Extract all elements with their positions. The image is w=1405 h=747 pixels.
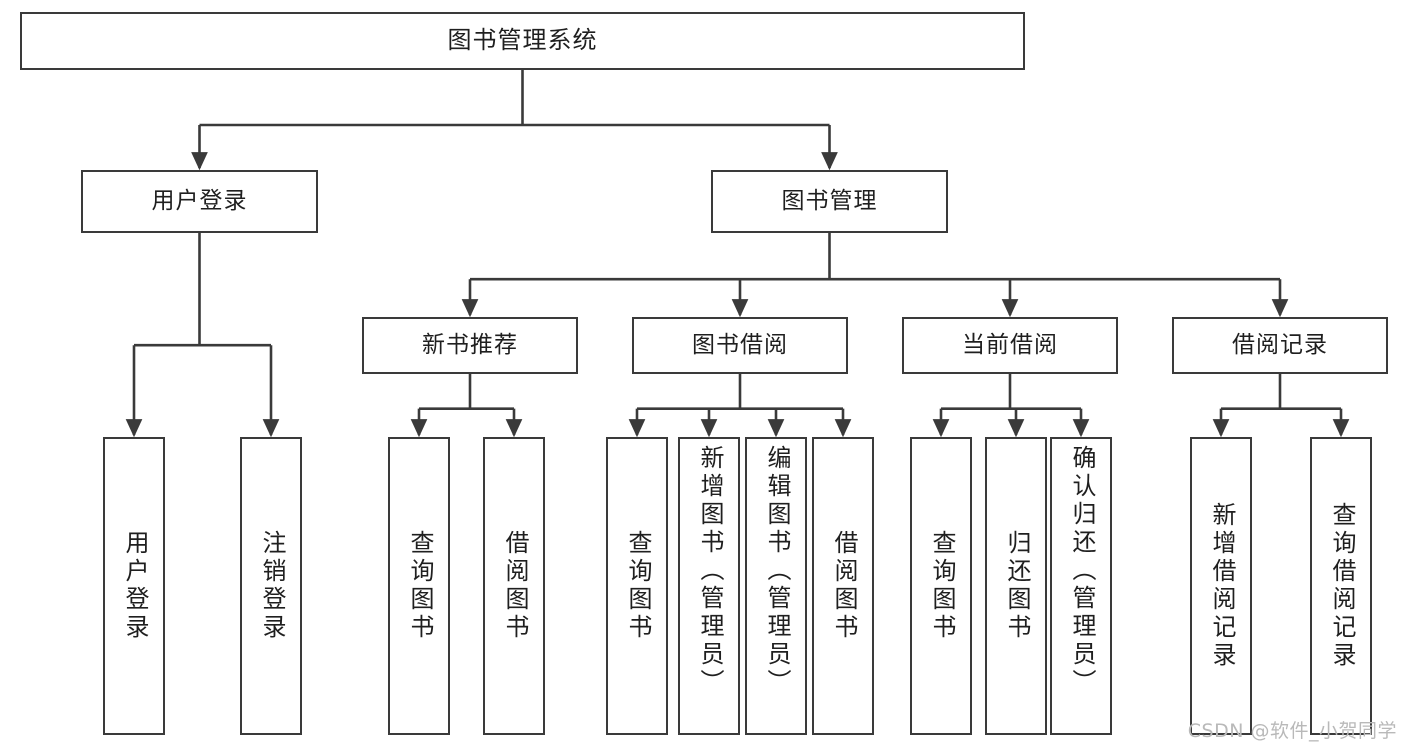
node-label: 查询借阅记录 xyxy=(1327,502,1356,670)
node-current[interactable]: 当前借阅 xyxy=(902,317,1118,374)
node-label: 查询图书 xyxy=(623,530,652,642)
node-label: 新书推荐 xyxy=(422,332,518,359)
node-label: 图书借阅 xyxy=(692,332,788,359)
node-label: 当前借阅 xyxy=(962,332,1058,359)
node-l1[interactable]: 用户登录 xyxy=(103,437,165,735)
node-r2[interactable]: 查询借阅记录 xyxy=(1310,437,1372,735)
node-label: 图书管理系统 xyxy=(447,26,598,55)
node-label: 新增借阅记录 xyxy=(1207,502,1236,670)
node-b2[interactable]: 新增图书（管理员） xyxy=(678,437,740,735)
node-records[interactable]: 借阅记录 xyxy=(1172,317,1388,374)
node-label: 用户登录 xyxy=(120,530,149,642)
node-r1[interactable]: 新增借阅记录 xyxy=(1190,437,1252,735)
node-root[interactable]: 图书管理系统 xyxy=(20,12,1025,70)
node-newbooks[interactable]: 新书推荐 xyxy=(362,317,578,374)
node-b3[interactable]: 编辑图书（管理员） xyxy=(745,437,807,735)
node-borrow[interactable]: 图书借阅 xyxy=(632,317,848,374)
node-c1[interactable]: 查询图书 xyxy=(910,437,972,735)
node-label: 归还图书 xyxy=(1002,530,1031,642)
node-label: 借阅图书 xyxy=(500,530,529,642)
node-l2[interactable]: 注销登录 xyxy=(240,437,302,735)
node-label: 确认归还（管理员） xyxy=(1067,445,1096,697)
node-c2[interactable]: 归还图书 xyxy=(985,437,1047,735)
node-b1[interactable]: 查询图书 xyxy=(606,437,668,735)
node-label: 编辑图书（管理员） xyxy=(762,445,791,697)
node-n2[interactable]: 借阅图书 xyxy=(483,437,545,735)
node-c3[interactable]: 确认归还（管理员） xyxy=(1050,437,1112,735)
node-bookmgmt[interactable]: 图书管理 xyxy=(711,170,948,233)
node-label: 用户登录 xyxy=(151,188,248,215)
node-label: 图书管理 xyxy=(781,188,878,215)
node-label: 借阅记录 xyxy=(1232,332,1328,359)
node-login[interactable]: 用户登录 xyxy=(81,170,318,233)
node-label: 查询图书 xyxy=(405,530,434,642)
node-label: 新增图书（管理员） xyxy=(695,445,724,697)
node-label: 借阅图书 xyxy=(829,530,858,642)
node-b4[interactable]: 借阅图书 xyxy=(812,437,874,735)
node-label: 注销登录 xyxy=(257,530,286,642)
node-label: 查询图书 xyxy=(927,530,956,642)
node-n1[interactable]: 查询图书 xyxy=(388,437,450,735)
watermark-credit: CSDN @软件_小贺同学 xyxy=(1187,720,1397,742)
